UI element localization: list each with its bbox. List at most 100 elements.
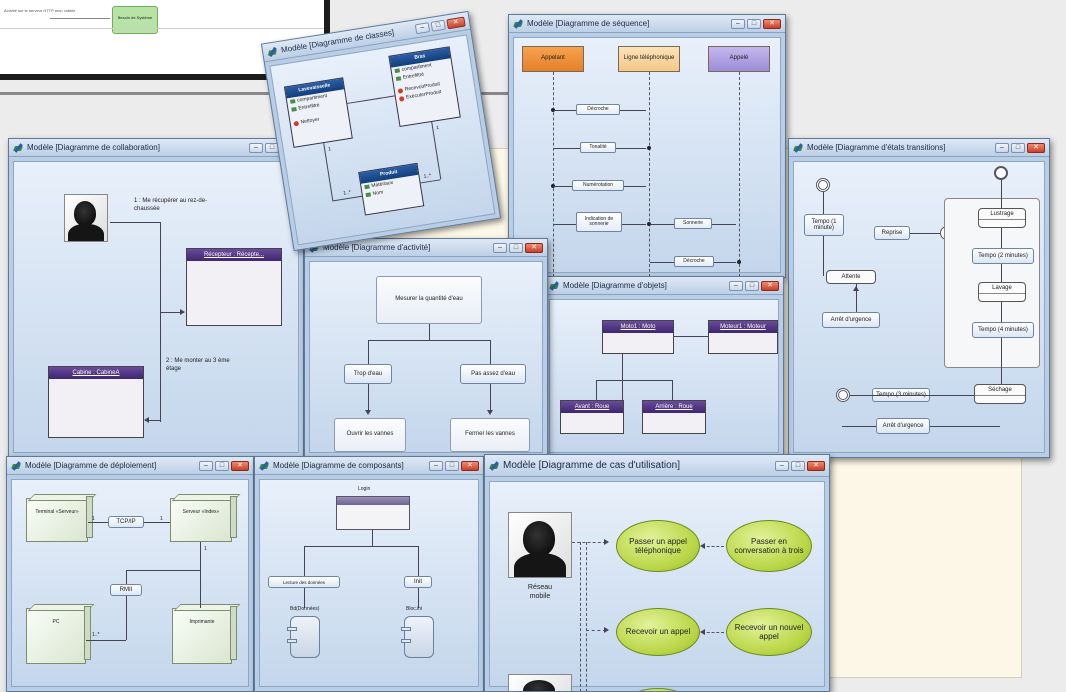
maximize-button[interactable]: □ [1011, 142, 1025, 153]
titlebar[interactable]: Modèle [Diagramme de cas d'utilisation] … [485, 455, 829, 477]
maximize-button[interactable]: □ [445, 460, 459, 471]
window-objects[interactable]: Modèle [Diagramme d'objets] –□✕ Moto1 : … [544, 276, 784, 458]
maximize-button[interactable]: □ [791, 460, 805, 471]
message-ring-indication[interactable]: Indication de sonnerie [576, 212, 622, 232]
class-dishwasher[interactable]: Lavevaisselle compartiment Entrefiltré N… [283, 77, 353, 148]
minimize-button[interactable]: – [775, 460, 789, 471]
titlebar[interactable]: Modèle [Diagramme d'objets] –□✕ [545, 277, 783, 295]
usecase-three-way-call[interactable]: Passer en conversation à trois [726, 520, 812, 572]
close-button[interactable]: ✕ [525, 242, 543, 253]
close-button[interactable]: ✕ [807, 460, 825, 471]
class-product[interactable]: Produit Matériaux Nom [358, 162, 425, 216]
guard-not-enough[interactable]: Pas assez d'eau [460, 364, 526, 384]
window-collaboration[interactable]: Modèle [Diagramme de collaboration] –□✕ … [8, 138, 304, 458]
message-dial[interactable]: Numérotation [572, 180, 624, 191]
object-cabin[interactable]: Cabine : CabineA [48, 366, 144, 438]
state-drying[interactable]: Séchage [974, 384, 1026, 404]
close-button[interactable]: ✕ [763, 18, 781, 29]
component-ini[interactable] [401, 616, 434, 658]
message-answer[interactable]: Décroche [674, 256, 714, 267]
close-button[interactable]: ✕ [1027, 142, 1045, 153]
lifeline-line[interactable]: Ligne téléphonique [618, 46, 680, 72]
maximize-button[interactable]: □ [747, 18, 761, 29]
diagram-canvas[interactable]: Terminal «Serveur» Serveur «Index» PC Im… [11, 479, 249, 687]
maximize-button[interactable]: □ [430, 19, 446, 32]
titlebar[interactable]: Modèle [Diagramme de séquence] –□✕ [509, 15, 785, 33]
component-login[interactable] [336, 496, 410, 530]
diagram-canvas[interactable]: Login Lecture des données Init Bd(Donnée… [259, 479, 479, 687]
message-tone[interactable]: Tonalité [580, 142, 616, 153]
node-terminal[interactable]: Terminal «Serveur» [26, 496, 93, 542]
diagram-canvas[interactable]: Lavevaisselle compartiment Entrefiltré N… [269, 34, 496, 246]
node-server[interactable]: Serveur «Index» [170, 496, 237, 542]
state-polishing[interactable]: Lustrage [978, 208, 1026, 228]
window-sequence[interactable]: Modèle [Diagramme de séquence] –□✕ Appel… [508, 14, 786, 278]
minimize-button[interactable]: – [199, 460, 213, 471]
object-rear-wheel[interactable]: Arrière : Roue [642, 400, 706, 434]
close-button[interactable]: ✕ [231, 460, 249, 471]
diagram-canvas[interactable]: Appelant Ligne téléphonique Appelé Décro… [513, 37, 781, 277]
lifeline-callee[interactable]: Appelé [708, 46, 770, 72]
minimize-button[interactable]: – [731, 18, 745, 29]
usecase-partial[interactable] [626, 688, 690, 691]
titlebar[interactable]: Modèle [Diagramme d'activité] –□✕ [305, 239, 547, 257]
interface-init[interactable]: Init [404, 576, 432, 588]
window-state-transitions[interactable]: Modèle [Diagramme d'états transitions] –… [788, 138, 1050, 458]
minimize-button[interactable]: – [729, 280, 743, 291]
window-activity[interactable]: Modèle [Diagramme d'activité] –□✕ Mesure… [304, 238, 548, 458]
titlebar[interactable]: Modèle [Diagramme de déploiement] –□✕ [7, 457, 253, 475]
activity-close-valves[interactable]: Fermer les vannes [450, 418, 530, 452]
object-receiver[interactable]: Récepteur : Récepte... [186, 248, 282, 326]
transition-resume[interactable]: Reprise [874, 226, 910, 240]
transition-tempo-2[interactable]: Tempo (2 minutes) [972, 248, 1034, 264]
class-arm[interactable]: Bras compartiment Entrefiltré RecevoirPr… [388, 46, 461, 128]
diagram-canvas[interactable]: Mesurer la quantité d'eau Trop d'eau Pas… [309, 261, 543, 453]
window-deployment[interactable]: Modèle [Diagramme de déploiement] –□✕ Te… [6, 456, 254, 692]
maximize-button[interactable]: □ [745, 280, 759, 291]
window-components[interactable]: Modèle [Diagramme de composants] –□✕ Log… [254, 456, 484, 692]
minimize-button[interactable]: – [249, 142, 263, 153]
transition-tempo-4[interactable]: Tempo (4 minutes) [972, 322, 1034, 338]
usecase-place-call[interactable]: Passer un appel téléphonique [616, 520, 700, 572]
titlebar[interactable]: Modèle [Diagramme d'états transitions] –… [789, 139, 1049, 157]
minimize-button[interactable]: – [995, 142, 1009, 153]
diagram-canvas[interactable]: Réseau mobile Passer un appel téléphoniq… [489, 481, 825, 691]
close-button[interactable]: ✕ [446, 16, 466, 29]
activity-open-valves[interactable]: Ouvrir les vannes [334, 418, 406, 452]
usecase-receive-new-call[interactable]: Recevoir un nouvel appel [726, 608, 812, 656]
actor-user-icon[interactable] [64, 194, 108, 242]
transition-emergency-stop-2[interactable]: Arrêt d'urgence [876, 418, 930, 434]
diagram-canvas[interactable]: Tempo (1 minute) Attente Reprise H Arrêt… [793, 161, 1045, 453]
lifeline-caller[interactable]: Appelant [522, 46, 584, 72]
state-washing[interactable]: Lavage [978, 282, 1026, 302]
guard-too-much[interactable]: Trop d'eau [344, 364, 392, 384]
minimize-button[interactable]: – [429, 460, 443, 471]
interface-data-read[interactable]: Lecture des données [268, 576, 340, 588]
transition-tempo-1[interactable]: Tempo (1 minute) [804, 214, 844, 236]
node-printer[interactable]: Imprimante [172, 606, 237, 664]
maximize-button[interactable]: □ [509, 242, 523, 253]
window-use-cases[interactable]: Modèle [Diagramme de cas d'utilisation] … [484, 454, 830, 692]
diagram-canvas[interactable]: Moto1 : Moto Moteur1 : Moteur Avant : Ro… [549, 299, 779, 453]
maximize-button[interactable]: □ [215, 460, 229, 471]
minimize-button[interactable]: – [493, 242, 507, 253]
titlebar[interactable]: Modèle [Diagramme de composants] –□✕ [255, 457, 483, 475]
object-motor[interactable]: Moteur1 : Moteur [708, 320, 778, 354]
message-ringing[interactable]: Sonnerie [674, 218, 712, 229]
message-pickup[interactable]: Décroche [576, 104, 620, 115]
component-db[interactable] [287, 616, 320, 658]
usecase-receive-call[interactable]: Recevoir un appel [616, 608, 700, 656]
transition-emergency-stop-1[interactable]: Arrêt d'urgence [822, 312, 880, 328]
close-button[interactable]: ✕ [761, 280, 779, 291]
node-pc[interactable]: PC [26, 606, 91, 664]
window-classes[interactable]: Modèle [Diagramme de classes] –□✕ Laveva… [260, 10, 502, 252]
object-moto[interactable]: Moto1 : Moto [602, 320, 674, 354]
diagram-canvas[interactable]: 1 : Me récupérer au rez-de-chaussée Réce… [13, 161, 299, 453]
state-waiting[interactable]: Attente [826, 270, 876, 284]
minimize-button[interactable]: – [414, 21, 431, 34]
link-label-rmii[interactable]: RMII [110, 584, 142, 596]
titlebar[interactable]: Modèle [Diagramme de collaboration] –□✕ [9, 139, 303, 157]
actor-second-icon[interactable] [508, 674, 572, 691]
link-label-tcpip[interactable]: TCP/IP [108, 516, 144, 528]
activity-measure-water[interactable]: Mesurer la quantité d'eau [376, 276, 482, 324]
